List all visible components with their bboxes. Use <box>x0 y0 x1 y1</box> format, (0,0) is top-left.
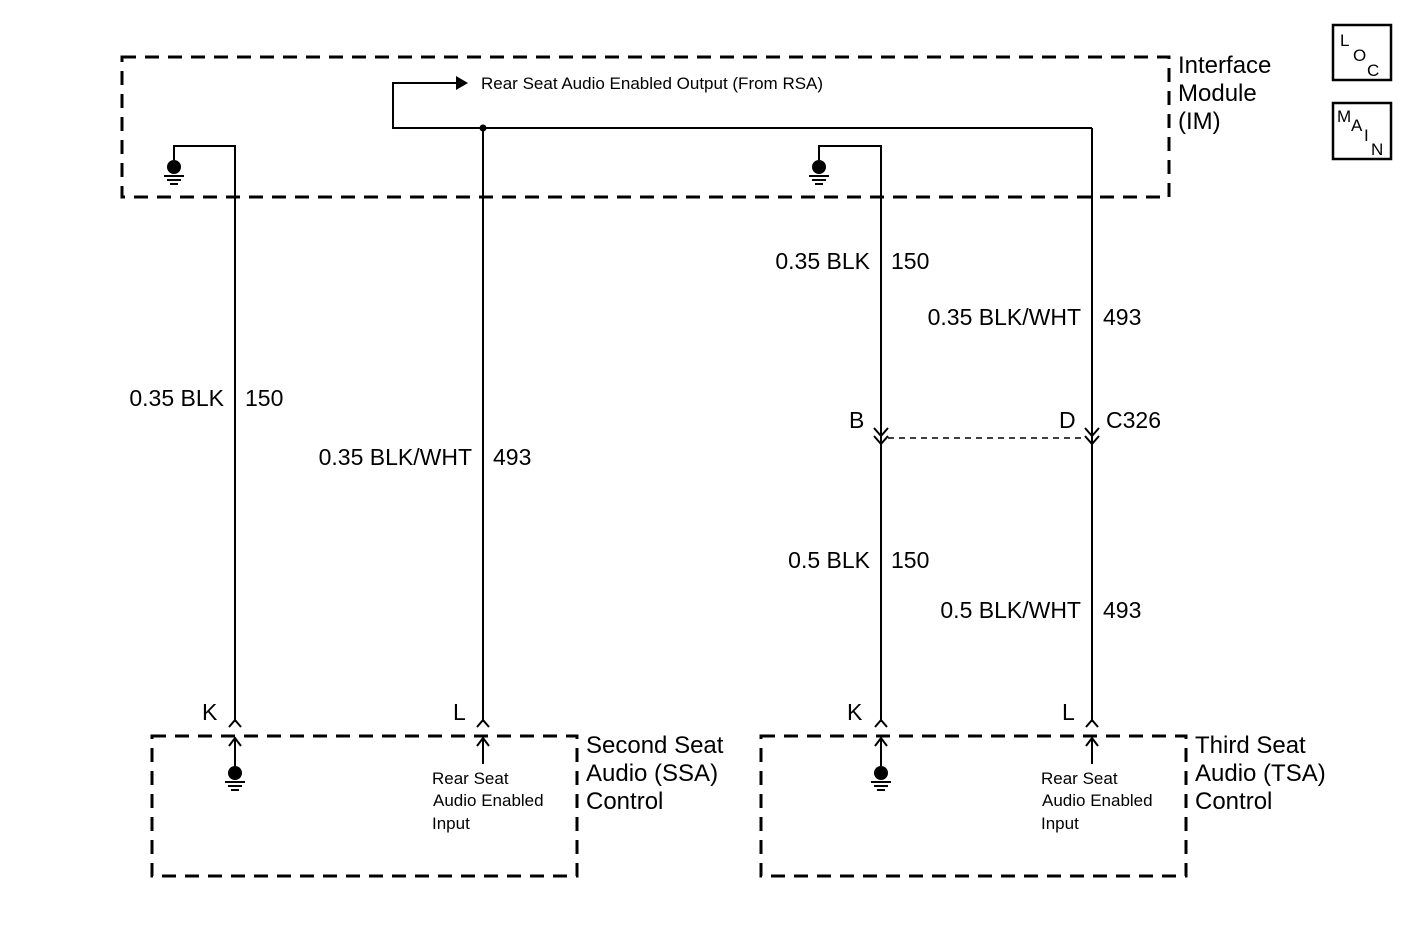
svg-text:Audio Enabled: Audio Enabled <box>433 791 544 810</box>
interface-module-box <box>120 55 1171 199</box>
pin-tsa-ground: K <box>847 699 888 766</box>
svg-text:O: O <box>1353 46 1366 65</box>
svg-text:0.5 BLK/WHT: 0.5 BLK/WHT <box>940 597 1081 623</box>
ground-icon <box>809 160 829 185</box>
connector-pin-b: B <box>849 407 864 433</box>
ground-icon <box>871 766 891 791</box>
ssa-module-label: Second Seat Audio (SSA) Control <box>586 732 724 815</box>
svg-text:Control: Control <box>586 788 663 815</box>
svg-text:L: L <box>1340 31 1349 50</box>
svg-text:Control: Control <box>1195 788 1272 815</box>
interface-module-label: Interface Module (IM) <box>1178 52 1271 135</box>
svg-text:150: 150 <box>891 547 929 573</box>
svg-text:M: M <box>1337 107 1351 126</box>
tsa-module-box <box>759 734 1188 878</box>
svg-text:Module: Module <box>1178 80 1257 107</box>
svg-text:493: 493 <box>1103 304 1141 330</box>
svg-text:Rear Seat: Rear Seat <box>432 769 509 788</box>
svg-text:Audio (SSA): Audio (SSA) <box>586 760 718 787</box>
svg-text:Input: Input <box>1041 814 1079 833</box>
pin-ssa-signal: L <box>453 699 490 764</box>
wire-tsa-signal: 0.35 BLK/WHT 493 0.5 BLK/WHT 493 <box>928 128 1141 722</box>
svg-text:K: K <box>847 699 863 725</box>
svg-text:150: 150 <box>245 385 283 411</box>
svg-text:K: K <box>202 699 218 725</box>
svg-text:Interface: Interface <box>1178 52 1271 79</box>
svg-text:I: I <box>1364 126 1369 145</box>
main-badge[interactable]: M A I N <box>1331 101 1393 161</box>
svg-text:Audio (TSA): Audio (TSA) <box>1195 760 1326 787</box>
svg-text:0.35 BLK/WHT: 0.35 BLK/WHT <box>928 304 1081 330</box>
svg-text:Input: Input <box>432 814 470 833</box>
pin-tsa-signal: L <box>1062 699 1099 764</box>
svg-text:Rear Seat: Rear Seat <box>1041 769 1118 788</box>
wire-ssa-signal: 0.35 BLK/WHT 493 <box>319 128 531 722</box>
ground-icon <box>225 766 245 791</box>
wire-tsa-ground: 0.35 BLK 150 0.5 BLK 150 <box>775 145 929 722</box>
svg-text:Third Seat: Third Seat <box>1195 732 1306 759</box>
svg-text:0.5 BLK: 0.5 BLK <box>788 547 870 573</box>
svg-text:0.35 BLK: 0.35 BLK <box>775 248 870 274</box>
svg-text:Audio Enabled: Audio Enabled <box>1042 791 1153 810</box>
svg-text:Second Seat: Second Seat <box>586 732 724 759</box>
svg-text:493: 493 <box>1103 597 1141 623</box>
svg-text:493: 493 <box>493 444 531 470</box>
loc-badge[interactable]: L O C <box>1331 23 1393 82</box>
pin-ssa-ground: K <box>202 699 242 766</box>
rsa-output-signal: Rear Seat Audio Enabled Output (From RSA… <box>392 74 1092 132</box>
tsa-input-label: Rear Seat Audio Enabled Input <box>1041 769 1153 833</box>
connector-pin-d: D <box>1059 407 1076 433</box>
svg-text:Rear Seat Audio Enabled Output: Rear Seat Audio Enabled Output (From RSA… <box>481 74 823 93</box>
ssa-module-box <box>150 734 579 878</box>
tsa-module-label: Third Seat Audio (TSA) Control <box>1195 732 1326 815</box>
svg-text:L: L <box>453 699 466 725</box>
svg-text:0.35 BLK: 0.35 BLK <box>129 385 224 411</box>
connector-c326: B D C326 <box>849 407 1161 446</box>
ssa-input-label: Rear Seat Audio Enabled Input <box>432 769 544 833</box>
svg-text:(IM): (IM) <box>1178 108 1221 135</box>
svg-text:C: C <box>1367 61 1379 80</box>
svg-text:0.35 BLK/WHT: 0.35 BLK/WHT <box>319 444 472 470</box>
svg-text:L: L <box>1062 699 1075 725</box>
svg-text:A: A <box>1351 116 1363 135</box>
svg-text:150: 150 <box>891 248 929 274</box>
svg-text:N: N <box>1371 140 1383 159</box>
ground-icon <box>164 160 184 185</box>
connector-name: C326 <box>1106 407 1161 433</box>
wire-ssa-ground: 0.35 BLK 150 <box>129 145 283 722</box>
